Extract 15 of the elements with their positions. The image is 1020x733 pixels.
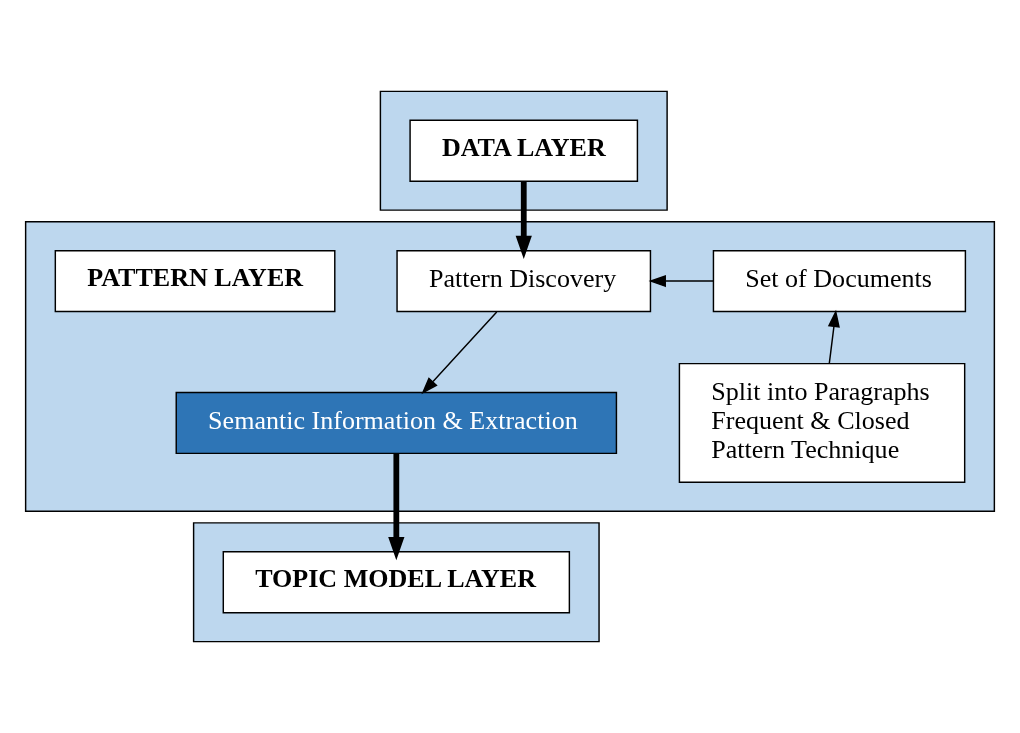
node-box: Semantic Information & Extraction [175, 391, 618, 455]
node-box: PATTERN LAYER [54, 249, 336, 313]
cluster [379, 90, 668, 211]
cluster [192, 522, 600, 643]
node-box: Set of Documents [712, 249, 967, 313]
node-box: TOPIC MODEL LAYER [222, 551, 571, 614]
node-box: DATA LAYER [409, 119, 639, 182]
arrow [827, 309, 840, 365]
arrow [421, 311, 498, 395]
arrow [515, 181, 532, 259]
arrow [648, 274, 715, 288]
node-box: Split into Paragraphs Frequent & Closed Pattern Technique [678, 362, 966, 484]
node-box: Pattern Discovery [396, 249, 652, 313]
arrow [388, 453, 405, 561]
cluster [24, 220, 996, 513]
